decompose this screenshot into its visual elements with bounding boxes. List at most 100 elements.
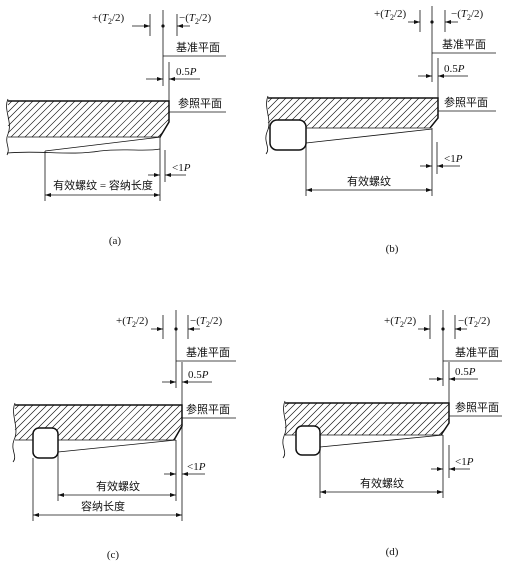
hatch-line bbox=[14, 404, 27, 417]
panel-caption: (b) bbox=[386, 243, 399, 255]
panel-caption: (a) bbox=[109, 235, 122, 247]
hatch-line bbox=[24, 100, 62, 138]
pitch-symbol: P bbox=[189, 66, 197, 78]
hatch-line bbox=[382, 402, 416, 436]
hatch-line bbox=[360, 97, 392, 129]
datum-point bbox=[161, 24, 165, 28]
arrowhead bbox=[154, 173, 160, 177]
break-line bbox=[265, 95, 270, 155]
arrowhead bbox=[445, 20, 451, 24]
hatch-line bbox=[333, 402, 367, 436]
hatch-line bbox=[402, 97, 434, 129]
arrowhead bbox=[182, 380, 188, 384]
hatch-line bbox=[284, 402, 311, 429]
arrowhead bbox=[437, 467, 443, 471]
tolerance-subscript: 2 bbox=[108, 17, 112, 26]
hatch-line bbox=[267, 97, 280, 110]
hatch-line bbox=[60, 404, 97, 441]
hatch-line bbox=[25, 404, 62, 441]
tolerance-sign: −( bbox=[190, 315, 200, 327]
tolerance-symbol: T bbox=[394, 315, 401, 327]
hatch-lines bbox=[267, 97, 439, 129]
arrowhead bbox=[170, 472, 176, 476]
pitch-symbol: P bbox=[201, 369, 209, 381]
arrowheads bbox=[33, 20, 461, 517]
tolerance-divisor: /2) bbox=[210, 315, 223, 327]
hatch-line bbox=[81, 404, 118, 441]
sectioned-part bbox=[285, 403, 449, 435]
lower-tolerance-label: −(T2/2) bbox=[179, 12, 212, 26]
tolerance-sign: +( bbox=[374, 8, 384, 20]
reference-plane-label: 参照平面 bbox=[455, 400, 499, 414]
thread-end-extension-line bbox=[431, 128, 438, 196]
hatch-line bbox=[325, 97, 357, 129]
arrowhead bbox=[449, 377, 455, 381]
arrowhead bbox=[306, 188, 312, 192]
hatch-line bbox=[267, 97, 294, 124]
pitch-symbol: P bbox=[466, 456, 474, 468]
arrowhead bbox=[165, 173, 171, 177]
hatch-line bbox=[66, 100, 104, 138]
half-pitch-label: 0.5P bbox=[176, 66, 197, 78]
pitch-symbol: P bbox=[455, 153, 463, 165]
datum-point bbox=[441, 327, 445, 331]
panel-d: +(T2/2) −(T2/2) 基准平面 0.5P 参照平面 <1P 有效螺纹 … bbox=[282, 310, 502, 558]
panel-caption: (d) bbox=[386, 546, 399, 558]
arrowhead bbox=[426, 164, 432, 168]
arrowhead bbox=[426, 74, 432, 78]
datum-plane-label: 基准平面 bbox=[186, 346, 230, 359]
hatch-line bbox=[367, 97, 399, 129]
tolerance-subscript: 2 bbox=[132, 320, 136, 329]
hatch-line bbox=[122, 100, 160, 138]
tolerance-symbol: T bbox=[384, 8, 391, 20]
break-line bbox=[282, 400, 287, 459]
hatch-line bbox=[353, 97, 385, 129]
tolerance-subscript: 2 bbox=[206, 320, 210, 329]
tolerance-divisor: /2) bbox=[478, 315, 491, 327]
hatch-line bbox=[7, 100, 20, 113]
offset-prefix: <1 bbox=[455, 456, 467, 468]
hatch-line bbox=[284, 402, 297, 415]
tolerance-sign: +( bbox=[384, 315, 394, 327]
hatch-line bbox=[347, 402, 381, 436]
thread-runout-line bbox=[319, 434, 444, 448]
offset-prefix: <1 bbox=[444, 153, 456, 165]
arrowhead bbox=[144, 24, 150, 28]
hatch-line bbox=[31, 100, 69, 138]
hatch-line bbox=[67, 404, 104, 441]
hatch-line bbox=[409, 99, 439, 129]
tolerance-divisor: /2) bbox=[471, 8, 484, 20]
pitch-symbol: P bbox=[457, 63, 465, 75]
hatch-line bbox=[130, 404, 167, 441]
hatch-line bbox=[123, 404, 160, 441]
hatch-line bbox=[7, 100, 34, 127]
effective-thread-label: 有效螺纹 bbox=[360, 476, 404, 490]
hatch-line bbox=[368, 402, 402, 436]
arrowhead bbox=[320, 490, 326, 494]
reference-plane-label: 参照平面 bbox=[178, 96, 222, 110]
hatch-line bbox=[417, 403, 450, 436]
upper-tolerance-label: +(T2/2) bbox=[92, 12, 125, 26]
arrowhead bbox=[414, 20, 420, 24]
hatch-line bbox=[14, 404, 41, 431]
arrowhead bbox=[154, 193, 160, 197]
hatch-line bbox=[332, 97, 364, 129]
half-pitch-label: 0.5P bbox=[455, 366, 476, 378]
half-pitch-label: 0.5P bbox=[188, 369, 209, 381]
tolerance-extension-lines bbox=[162, 315, 189, 339]
pitch-symbol: P bbox=[183, 162, 191, 174]
hatch-line bbox=[73, 100, 111, 138]
arrowhead bbox=[176, 513, 182, 517]
hatch-line bbox=[115, 100, 153, 138]
half-pitch-number: 0.5 bbox=[188, 369, 202, 381]
hatch-line bbox=[101, 100, 139, 138]
hatch-line bbox=[424, 410, 450, 436]
lower-tolerance-label: −(T2/2) bbox=[458, 315, 491, 329]
hatch-line bbox=[129, 100, 167, 138]
offset-label: <1P bbox=[444, 153, 463, 165]
hatch-line bbox=[318, 97, 350, 129]
break-line-bottom bbox=[6, 148, 161, 154]
tolerance-divisor: /2) bbox=[199, 12, 212, 24]
thread-end-extension-line bbox=[442, 435, 450, 498]
hatch-line bbox=[361, 402, 395, 436]
